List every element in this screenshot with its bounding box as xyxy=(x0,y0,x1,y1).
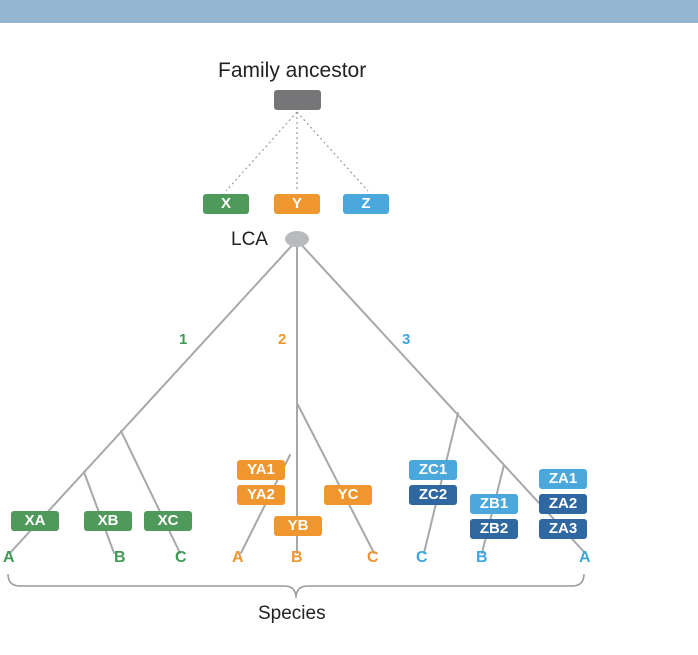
species-label: Species xyxy=(258,603,326,624)
branch-zc xyxy=(423,412,459,554)
family-ancestor-label: Family ancestor xyxy=(218,59,367,82)
top-banner xyxy=(0,0,698,23)
branch-number-3: 3 xyxy=(402,331,411,348)
branch-1-trunk xyxy=(9,239,298,554)
branch-3-trunk xyxy=(296,239,586,554)
leaf-label-zb: B xyxy=(476,549,488,566)
gene-yc-box: YC xyxy=(324,485,372,505)
family-ancestor-node xyxy=(274,90,321,110)
gene-xb-box: XB xyxy=(84,511,132,531)
gene-za3-box: ZA3 xyxy=(539,519,587,539)
gene-ya1-box: YA1 xyxy=(237,460,285,480)
dotted-branch-x xyxy=(225,111,298,192)
leaf-label-yb: B xyxy=(291,549,303,566)
lca-node xyxy=(285,231,309,247)
leaf-label-yc: C xyxy=(367,549,379,566)
gene-zc2-box: ZC2 xyxy=(409,485,457,505)
leaf-label-xc: C xyxy=(175,549,187,566)
gene-xc-box: XC xyxy=(144,511,192,531)
gene-zb1-box: ZB1 xyxy=(470,494,518,514)
gene-yb-box: YB xyxy=(274,516,322,536)
gene-za2-box: ZA2 xyxy=(539,494,587,514)
branch-yc xyxy=(296,402,375,554)
species-bracket xyxy=(7,573,585,599)
branch-number-2: 2 xyxy=(278,331,287,348)
leaf-label-ya: A xyxy=(232,549,244,566)
gene-ya2-box: YA2 xyxy=(237,485,285,505)
gene-zb2-box: ZB2 xyxy=(470,519,518,539)
branch-xc xyxy=(120,430,181,554)
gene-y-box: Y xyxy=(274,194,320,214)
lca-label: LCA xyxy=(231,229,268,250)
dotted-branch-z xyxy=(296,111,369,192)
branch-number-1: 1 xyxy=(179,331,188,348)
gene-x-box: X xyxy=(203,194,249,214)
gene-zc1-box: ZC1 xyxy=(409,460,457,480)
gene-z-box: Z xyxy=(343,194,389,214)
gene-za1-box: ZA1 xyxy=(539,469,587,489)
leaf-label-xa: A xyxy=(3,549,15,566)
leaf-label-zc: C xyxy=(416,549,428,566)
gene-xa-box: XA xyxy=(11,511,59,531)
leaf-label-xb: B xyxy=(114,549,126,566)
leaf-label-za: A xyxy=(579,549,591,566)
